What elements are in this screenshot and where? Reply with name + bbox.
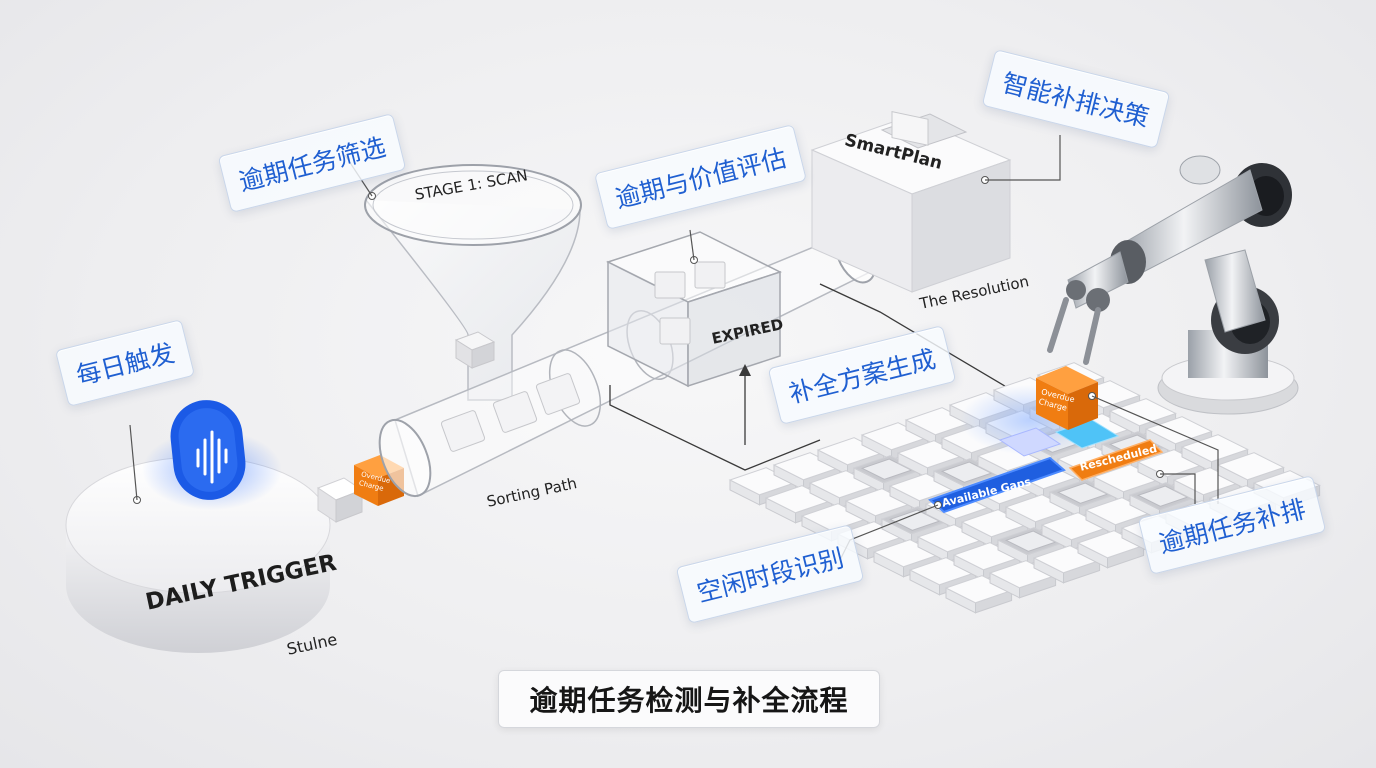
connector-smartplan-grid <box>819 283 1021 396</box>
trigger-button[interactable] <box>167 397 249 504</box>
violet-slot <box>998 427 1062 457</box>
connector-loop <box>609 385 821 471</box>
diagram-title: 逾期任务检测与补全流程 <box>498 670 880 728</box>
audio-wave-icon <box>196 430 228 484</box>
expired-evaluation-box <box>606 229 782 388</box>
grid-tile <box>944 575 1013 614</box>
robot-arm <box>1047 155 1299 415</box>
pointer-line-resched <box>1160 473 1196 504</box>
rescheduled-bar <box>1068 439 1164 481</box>
scan-funnel <box>344 154 582 401</box>
pointer-line-block <box>1091 395 1219 504</box>
smartplan-box <box>810 110 1061 293</box>
input-cube <box>316 477 364 523</box>
overdue-task-block <box>1036 366 1098 430</box>
daily-trigger-disc <box>65 397 331 653</box>
arrow-head <box>739 364 751 376</box>
